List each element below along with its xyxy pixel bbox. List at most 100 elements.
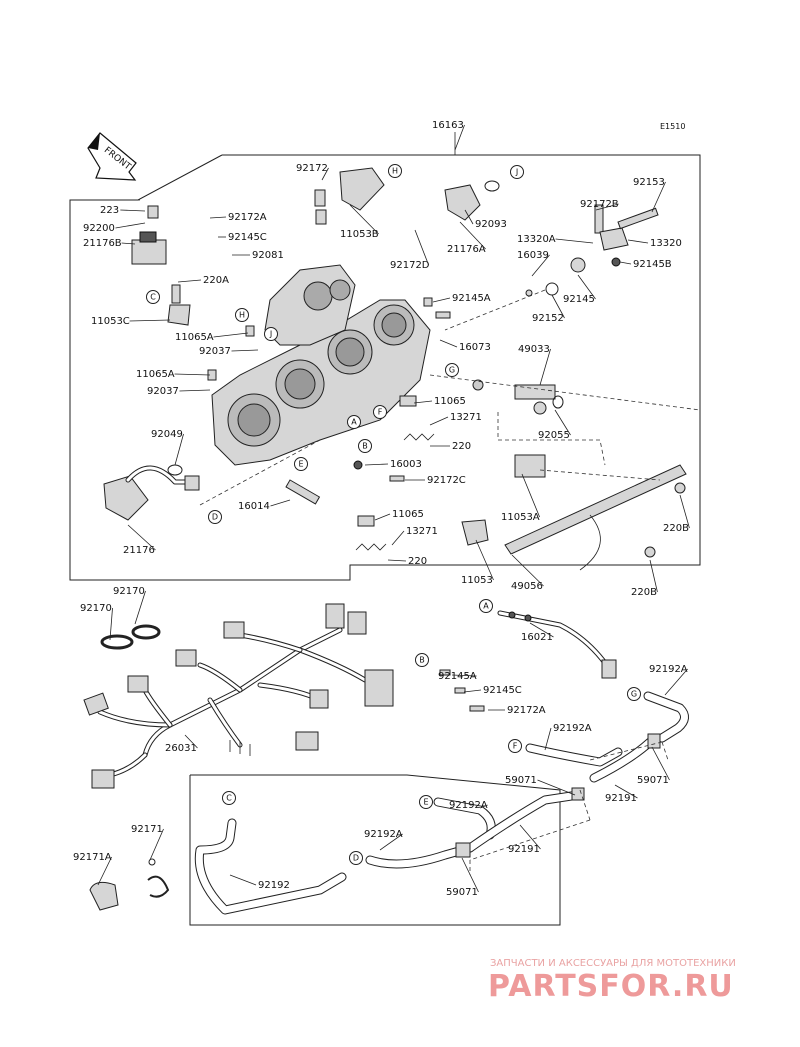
part-label: 16003 — [390, 459, 422, 470]
part-label: 92093 — [475, 219, 507, 230]
leader-line — [649, 559, 658, 593]
part-label: 13271 — [406, 526, 438, 537]
leader-line — [679, 494, 690, 529]
leader-line — [109, 607, 113, 641]
spring-13271 — [355, 433, 435, 551]
leader-line — [454, 124, 465, 151]
part-label: 11065A — [136, 369, 175, 380]
leader-line — [429, 416, 449, 426]
part-label: 220 — [408, 556, 427, 567]
ref-letter: H — [392, 167, 398, 176]
leader-line — [134, 590, 146, 625]
ref-letter: D — [353, 854, 359, 863]
sensor-21176a — [444, 180, 500, 221]
ref-circle — [264, 327, 278, 341]
hose-92192a-d — [365, 843, 475, 869]
part-label: 49056 — [511, 581, 543, 592]
part-label: 92200 — [83, 223, 115, 234]
leader-line — [213, 332, 249, 338]
part-label: 92145C — [483, 685, 522, 696]
leader-line — [463, 689, 482, 693]
leader-line — [177, 279, 202, 283]
diagram-code: E1510 — [660, 122, 685, 131]
leader-line — [554, 409, 571, 436]
part-label: 11065 — [392, 509, 424, 520]
part-label: 92145C — [228, 232, 267, 243]
ref-circle — [373, 405, 387, 419]
leader-line — [174, 373, 211, 376]
hose-16021 — [497, 610, 617, 679]
part-label: 16039 — [517, 250, 549, 261]
part-label: 13320A — [517, 234, 556, 245]
leader-line — [531, 254, 550, 277]
ref-circle — [508, 739, 522, 753]
hose-guide-dashes — [469, 741, 669, 875]
leader-line — [451, 674, 477, 677]
part-label: 59071 — [505, 775, 537, 786]
leader-line — [479, 804, 488, 809]
part-label: 92145A — [452, 293, 491, 304]
watermark-tagline: ЗАПЧАСТИ И АКСЕССУАРЫ ДЛЯ МОТОТЕХНИКИ — [490, 958, 736, 969]
leader-line — [432, 297, 451, 303]
part-label: 13271 — [450, 412, 482, 423]
sensor-21176 — [103, 464, 200, 521]
leader-line — [149, 828, 164, 861]
leader-line — [120, 209, 146, 212]
ref-circle — [445, 363, 459, 377]
leader-line — [619, 261, 632, 265]
part-label: 16014 — [238, 501, 270, 512]
fuel-rail-49056 — [461, 454, 687, 571]
sensor-21176b — [131, 205, 167, 265]
leader-line — [379, 833, 403, 851]
injector-49033 — [514, 384, 564, 415]
part-label: 92192 — [258, 880, 290, 891]
ref-letter: A — [483, 602, 489, 611]
leader-line — [511, 554, 544, 587]
part-label: 92192A — [364, 829, 403, 840]
part-label: 92170 — [113, 586, 145, 597]
fasteners-b — [439, 669, 485, 712]
ref-circle — [388, 164, 402, 178]
leader-line — [391, 530, 405, 546]
leader-line — [459, 221, 486, 250]
part-label: 11065 — [434, 396, 466, 407]
part-label: 21176A — [447, 244, 486, 255]
ref-circle — [358, 439, 372, 453]
ref-circle — [349, 851, 363, 865]
ref-circle — [479, 599, 493, 613]
ref-letter: H — [239, 311, 245, 320]
leader-line — [387, 559, 407, 562]
leader-line — [184, 734, 198, 749]
small-parts — [207, 297, 484, 527]
part-label: 59071 — [446, 887, 478, 898]
leader-line — [519, 824, 541, 850]
hose-92192-c — [194, 818, 347, 915]
part-label: 92145A — [438, 671, 477, 682]
leader-line — [127, 524, 156, 551]
leader-line — [231, 349, 259, 352]
leader-line — [627, 239, 649, 244]
ref-letter: F — [513, 742, 518, 751]
part-label: 59071 — [637, 775, 669, 786]
part-label: 92170 — [80, 603, 112, 614]
leader-line — [614, 784, 638, 799]
part-label: 92171 — [131, 824, 163, 835]
hose-92192a-f — [525, 743, 623, 767]
leader-line — [414, 229, 429, 266]
leader-line — [121, 242, 136, 245]
part-label: 92152 — [532, 313, 564, 324]
ref-circle — [235, 308, 249, 322]
leader-line — [537, 779, 576, 796]
leader-line — [551, 294, 565, 319]
leader-line — [209, 216, 227, 219]
hose-92192a-g — [643, 691, 689, 743]
part-label: 92172 — [296, 163, 328, 174]
ref-letter: C — [150, 293, 156, 302]
part-label: 92172A — [507, 705, 546, 716]
part-label: 92172A — [228, 212, 267, 223]
leader-line — [439, 339, 458, 348]
part-label: 92049 — [151, 429, 183, 440]
ref-letter: B — [362, 442, 368, 451]
leader-line — [321, 167, 329, 181]
